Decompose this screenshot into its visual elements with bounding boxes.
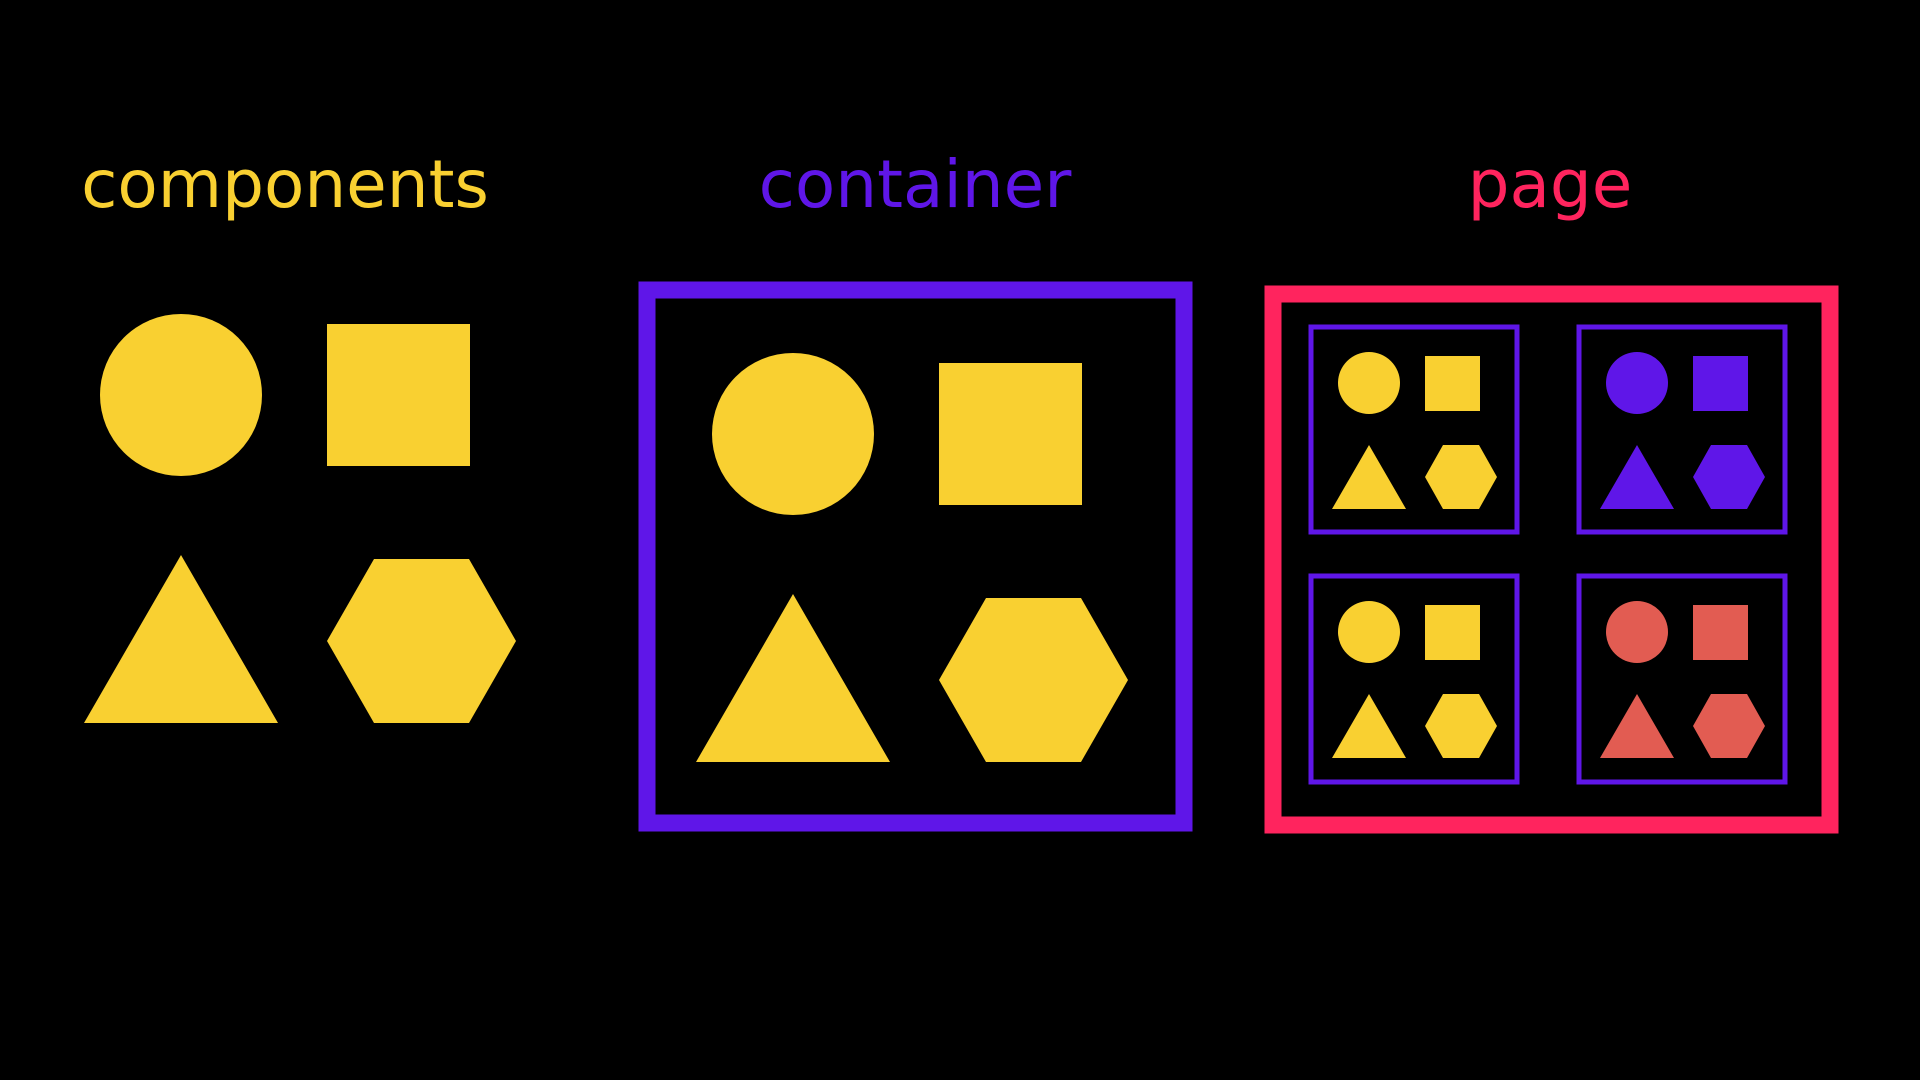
page-group <box>1264 285 1839 834</box>
components-group <box>84 314 516 723</box>
mini-container-bottom-right <box>1576 573 1788 785</box>
circle-icon <box>1338 352 1400 414</box>
page-frame <box>1264 285 1839 834</box>
hexagon-icon <box>1693 445 1765 509</box>
mini-container-top-right <box>1576 324 1788 535</box>
square-icon <box>1425 356 1480 411</box>
circle-icon <box>1606 601 1668 663</box>
triangle-icon <box>84 555 278 723</box>
mini-container-frame <box>1576 324 1788 535</box>
circle-icon <box>712 353 874 515</box>
triangle-icon <box>696 594 890 762</box>
mini-container-top-left <box>1308 324 1520 535</box>
mini-container-frame <box>1576 573 1788 785</box>
components-label: components <box>81 146 489 223</box>
hexagon-icon <box>1425 694 1497 758</box>
mini-container-bottom-left <box>1308 573 1520 785</box>
square-icon <box>1693 356 1748 411</box>
square-icon <box>327 324 470 466</box>
triangle-icon <box>1600 445 1674 509</box>
circle-icon <box>100 314 262 476</box>
triangle-icon <box>1332 694 1406 758</box>
container-label: container <box>758 146 1072 223</box>
triangle-icon <box>1332 445 1406 509</box>
mini-container-frame <box>1308 324 1520 535</box>
square-icon <box>1693 605 1748 660</box>
hexagon-icon <box>1425 445 1497 509</box>
triangle-icon <box>1600 694 1674 758</box>
circle-icon <box>1606 352 1668 414</box>
container-group <box>638 281 1193 832</box>
page-label: page <box>1467 146 1633 223</box>
square-icon <box>939 363 1082 505</box>
hexagon-icon <box>939 598 1128 762</box>
container-frame <box>638 281 1193 832</box>
square-icon <box>1425 605 1480 660</box>
hexagon-icon <box>1693 694 1765 758</box>
hexagon-icon <box>327 559 516 723</box>
mini-container-frame <box>1308 573 1520 785</box>
circle-icon <box>1338 601 1400 663</box>
